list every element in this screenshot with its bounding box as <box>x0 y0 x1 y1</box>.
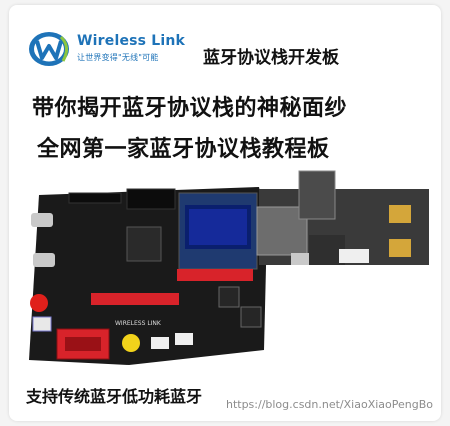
feature-caption: 支持传统蓝牙低功耗蓝牙 <box>26 387 203 406</box>
extension-board <box>256 170 429 265</box>
headline-primary: 带你揭开蓝牙协议栈的神秘面纱 <box>32 96 348 121</box>
development-board-photo: WIRELESS LINK <box>29 170 429 365</box>
headline-secondary: 全网第一家蓝牙协议栈教程板 <box>37 137 330 162</box>
board-silkscreen: WIRELESS LINK <box>115 320 162 327</box>
product-title: 蓝牙协议栈开发板 <box>203 48 339 68</box>
main-board: WIRELESS LINK <box>29 187 267 365</box>
product-card: Wireless Link 让世界变得"无线"可能 蓝牙协议栈开发板 带你揭开蓝… <box>9 5 441 421</box>
watermark-url: https://blog.csdn.net/XiaoXiaoPengBo <box>225 398 433 411</box>
wireless-link-logo-icon <box>29 32 69 66</box>
brand-name: Wireless Link <box>77 33 186 49</box>
brand-tagline: 让世界变得"无线"可能 <box>77 53 159 62</box>
